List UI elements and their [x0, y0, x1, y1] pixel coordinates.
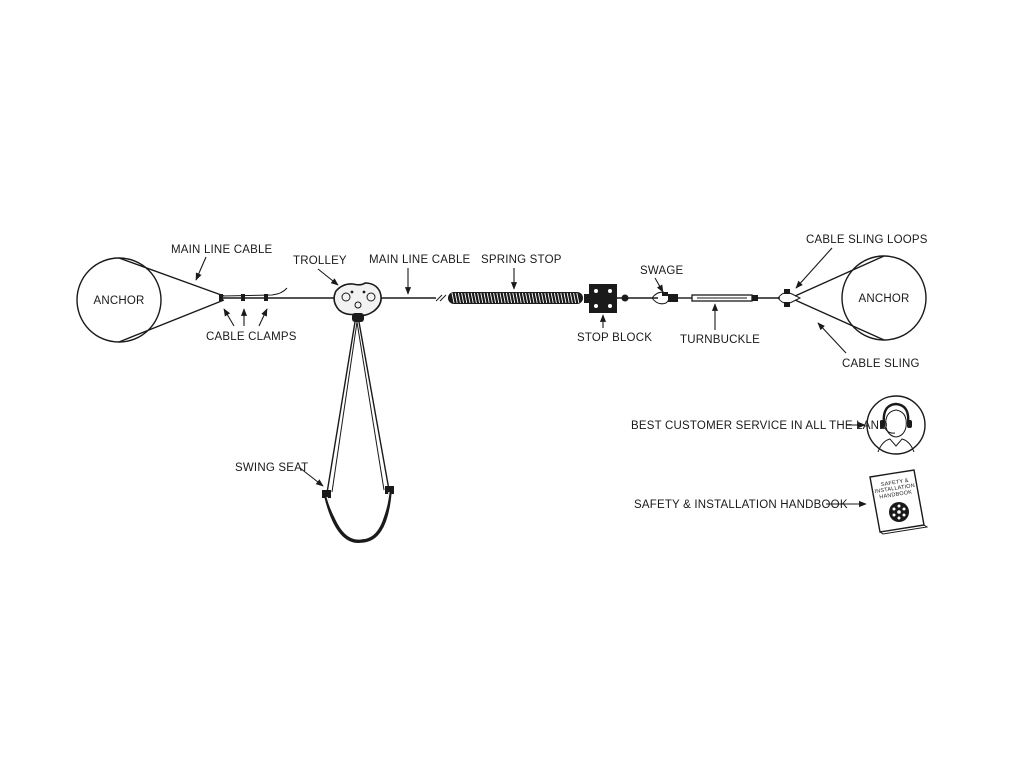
spring-coil: [502, 292, 506, 304]
spring-coil: [544, 292, 548, 304]
spring-coil: [499, 292, 503, 304]
spring-coil: [550, 292, 554, 304]
spring-coil: [534, 292, 538, 304]
spring-coil: [477, 292, 481, 304]
spring-coil: [454, 292, 458, 304]
spring-coil: [547, 292, 551, 304]
spring-coil: [553, 292, 557, 304]
spring-coil: [473, 292, 477, 304]
swage-label: SWAGE: [640, 265, 684, 277]
anchor-right-icon: [794, 255, 927, 341]
turnbuckle-label: TURNBUCKLE: [680, 334, 760, 346]
turnbuckle-icon: [691, 294, 758, 302]
stop-block-label: STOP BLOCK: [577, 332, 652, 344]
handbook-label: SAFETY & INSTALLATION HANDBOOK: [634, 499, 848, 511]
spring-coil: [573, 292, 577, 304]
spring-coil: [483, 292, 487, 304]
trolley-icon: [333, 282, 382, 322]
spring-coil: [515, 292, 519, 304]
swing-seat-label: SWING SEAT: [235, 462, 308, 474]
spring-coil: [566, 292, 570, 304]
spring-coil: [541, 292, 545, 304]
stop-block-icon: [584, 284, 617, 313]
spring-coil: [518, 292, 522, 304]
main-line-cable-label-1: MAIN LINE CABLE: [171, 244, 273, 256]
spring-coil: [464, 292, 468, 304]
anchor-left-icon: [76, 257, 225, 343]
handbook-icon: SAFETY & INSTALLATION HANDBOOK: [869, 469, 929, 535]
cable-sling-loops-icon: [777, 289, 802, 307]
spring-coil: [509, 292, 513, 304]
spring-coil: [505, 292, 509, 304]
handbook-cover-line3: HANDBOOK: [879, 489, 913, 500]
spring-coil: [525, 292, 529, 304]
spring-coil: [521, 292, 525, 304]
spring-coil: [531, 292, 535, 304]
cable-sling-loops-label: CABLE SLING LOOPS: [806, 234, 928, 246]
customer-service-icon: [866, 395, 926, 455]
spring-coil: [528, 292, 532, 304]
spring-coil: [496, 292, 500, 304]
handbook-cover-line1: SAFETY &: [881, 478, 910, 488]
spring-stop-label: SPRING STOP: [481, 254, 562, 266]
anchor-left-label: ANCHOR: [93, 295, 144, 307]
cable-clamps-label: CABLE CLAMPS: [206, 331, 297, 343]
spring-coil: [537, 292, 541, 304]
spring-coil: [489, 292, 493, 304]
swage-icon: [651, 291, 678, 305]
spring-coil: [451, 292, 455, 304]
spring-coil: [576, 292, 580, 304]
main-line-cable-label-2: MAIN LINE CABLE: [369, 254, 471, 266]
trolley-label: TROLLEY: [293, 255, 347, 267]
spring-stop-icon: [448, 292, 583, 304]
anchor-right-label: ANCHOR: [858, 293, 909, 305]
spring-coil: [569, 292, 573, 304]
spring-coil: [563, 292, 567, 304]
spring-coil: [512, 292, 516, 304]
spring-coil: [480, 292, 484, 304]
spring-coil: [486, 292, 490, 304]
spring-coil: [461, 292, 465, 304]
swing-seat-icon: [322, 321, 394, 543]
customer-service-label: BEST CUSTOMER SERVICE IN ALL THE LAND: [631, 420, 888, 432]
cable-clamps-icon: [219, 287, 288, 301]
spring-coil: [493, 292, 497, 304]
spring-coil: [467, 292, 471, 304]
spring-coil: [457, 292, 461, 304]
spring-coil: [470, 292, 474, 304]
cable-sling-label: CABLE SLING: [842, 358, 920, 370]
spring-coil: [560, 292, 564, 304]
spring-coil: [557, 292, 561, 304]
